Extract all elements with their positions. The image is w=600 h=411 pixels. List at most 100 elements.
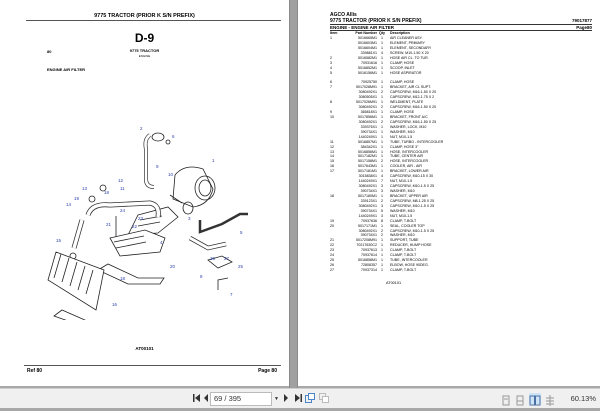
next-view-button[interactable] — [319, 393, 329, 405]
last-page-button[interactable] — [294, 393, 302, 405]
row-part-number: 3080492X1 — [358, 119, 377, 124]
callout-3: 3 — [188, 216, 191, 221]
parts-table: Item Part Number Qty Description 1 501666… — [330, 31, 530, 273]
document-viewport[interactable]: 9775 TRACTOR (PRIOR K S/N PREFIX) D-9 80… — [0, 0, 600, 388]
row-part-number: 5016156M1 — [358, 70, 377, 75]
row-part-number: 5016665M1 — [358, 35, 377, 40]
prev-page-icon — [204, 394, 208, 402]
parts-list-title: 9775 TRACTOR (PRIOR K S/N PREFIX) — [330, 18, 422, 24]
row-qty: 1 — [381, 248, 383, 253]
row-description: CLAMP, T-BOLT — [390, 253, 417, 258]
row-qty: 1 — [381, 253, 383, 258]
row-description: WELDMENT, PLATE — [390, 100, 424, 105]
row-part-number: 5017171M1 — [358, 223, 377, 228]
row-qty: 1 — [381, 139, 383, 144]
row-description: REDUCER, HUMP HOSE — [390, 243, 432, 248]
row-part-number: 5017181M1 — [358, 169, 377, 174]
footer-ref: Ref 80 — [27, 368, 43, 374]
row-qty: 1 — [381, 35, 383, 40]
row-qty: 1 — [381, 55, 383, 60]
section-name: ENGINE AIR FILTER — [47, 67, 85, 72]
continuous-page-icon — [516, 395, 524, 406]
brand-name: AGCO Allis — [330, 12, 357, 18]
zoom-level[interactable]: 60.13% — [570, 394, 596, 403]
row-description: WASHER, M10 — [390, 129, 415, 134]
row-part-number: 70937636 — [361, 218, 377, 223]
row-description: AIR CLEANER ASY. — [390, 35, 423, 40]
two-page-continuous-icon — [546, 395, 554, 406]
callout-23: 23 — [138, 216, 144, 221]
row-qty: 2 — [381, 228, 383, 233]
page-header-title: 9775 TRACTOR (PRIOR K S/N PREFIX) — [94, 13, 195, 19]
row-description: SUPPORT, TUBE — [390, 238, 419, 243]
row-part-number: 3080492X1 — [358, 90, 377, 95]
previous-view-button[interactable] — [305, 393, 315, 405]
callout-1: 1 — [212, 158, 215, 163]
row-item: 9 — [330, 110, 332, 114]
header-rule — [26, 20, 281, 21]
row-description: CLAMP, T-BOLT — [390, 248, 417, 253]
footer-page: Page 80 — [258, 368, 277, 374]
row-qty: 1 — [381, 223, 383, 228]
row-part-number: 5017182M1 — [358, 154, 377, 159]
row-qty: 1 — [381, 45, 383, 50]
next-page-button[interactable] — [283, 393, 289, 405]
row-part-number: 70937314 — [361, 268, 377, 272]
row-part-number: 5016582M1 — [358, 55, 377, 60]
row-description: ELEMENT, SECONDARY — [390, 45, 432, 50]
two-page-continuous-view-button[interactable] — [545, 393, 555, 406]
row-qty: 1 — [381, 85, 383, 90]
row-qty: 2 — [381, 105, 383, 110]
first-page-icon — [193, 394, 200, 402]
row-description: TUBE, CENTER AIR — [390, 154, 424, 159]
row-item: 6 — [330, 80, 332, 85]
first-page-button[interactable] — [193, 393, 201, 405]
row-part-number: 3080492X1 — [358, 228, 377, 233]
callout-27: 27 — [224, 256, 230, 261]
row-part-number: 5016857M1 — [358, 139, 377, 144]
prev-page-button[interactable] — [203, 393, 209, 405]
row-part-number: 390734X1 — [360, 189, 377, 193]
row-part-number: 339376X1 — [360, 124, 377, 129]
row-description: COOLER, AIR - AIR — [390, 164, 422, 169]
callout-12: 12 — [118, 178, 124, 183]
single-page-view-button[interactable] — [501, 393, 511, 406]
row-item: 11 — [330, 139, 334, 144]
page-dropdown-button[interactable]: ▼ — [274, 396, 279, 402]
row-description: HOSE, INTERCOOLER — [390, 149, 429, 154]
next-view-icon — [319, 393, 329, 403]
row-description: BRACKET, AIR CL SUPT. — [390, 85, 432, 90]
row-qty: 1 — [381, 169, 383, 174]
row-item: 12 — [330, 144, 334, 149]
row-part-number: 70937614 — [361, 253, 377, 258]
two-page-view-button[interactable] — [529, 393, 541, 406]
row-qty: 1 — [381, 100, 383, 105]
row-item: 5 — [330, 70, 332, 75]
row-part-number: 3015838X1 — [358, 174, 377, 179]
table-header: Item Part Number Qty Description — [330, 31, 530, 36]
page-number-input[interactable]: 69 / 395 — [210, 392, 272, 406]
callout-21: 21 — [106, 222, 112, 227]
row-part-number: 70937613 — [361, 248, 377, 253]
callout-24: 24 — [120, 208, 126, 213]
continuous-view-button[interactable] — [515, 393, 525, 406]
row-description: WASHER, M10 — [390, 208, 415, 213]
callout-18: 18 — [120, 276, 126, 281]
callout-10: 10 — [168, 172, 174, 177]
row-description: CLAMP, T-BOLT — [390, 218, 417, 223]
